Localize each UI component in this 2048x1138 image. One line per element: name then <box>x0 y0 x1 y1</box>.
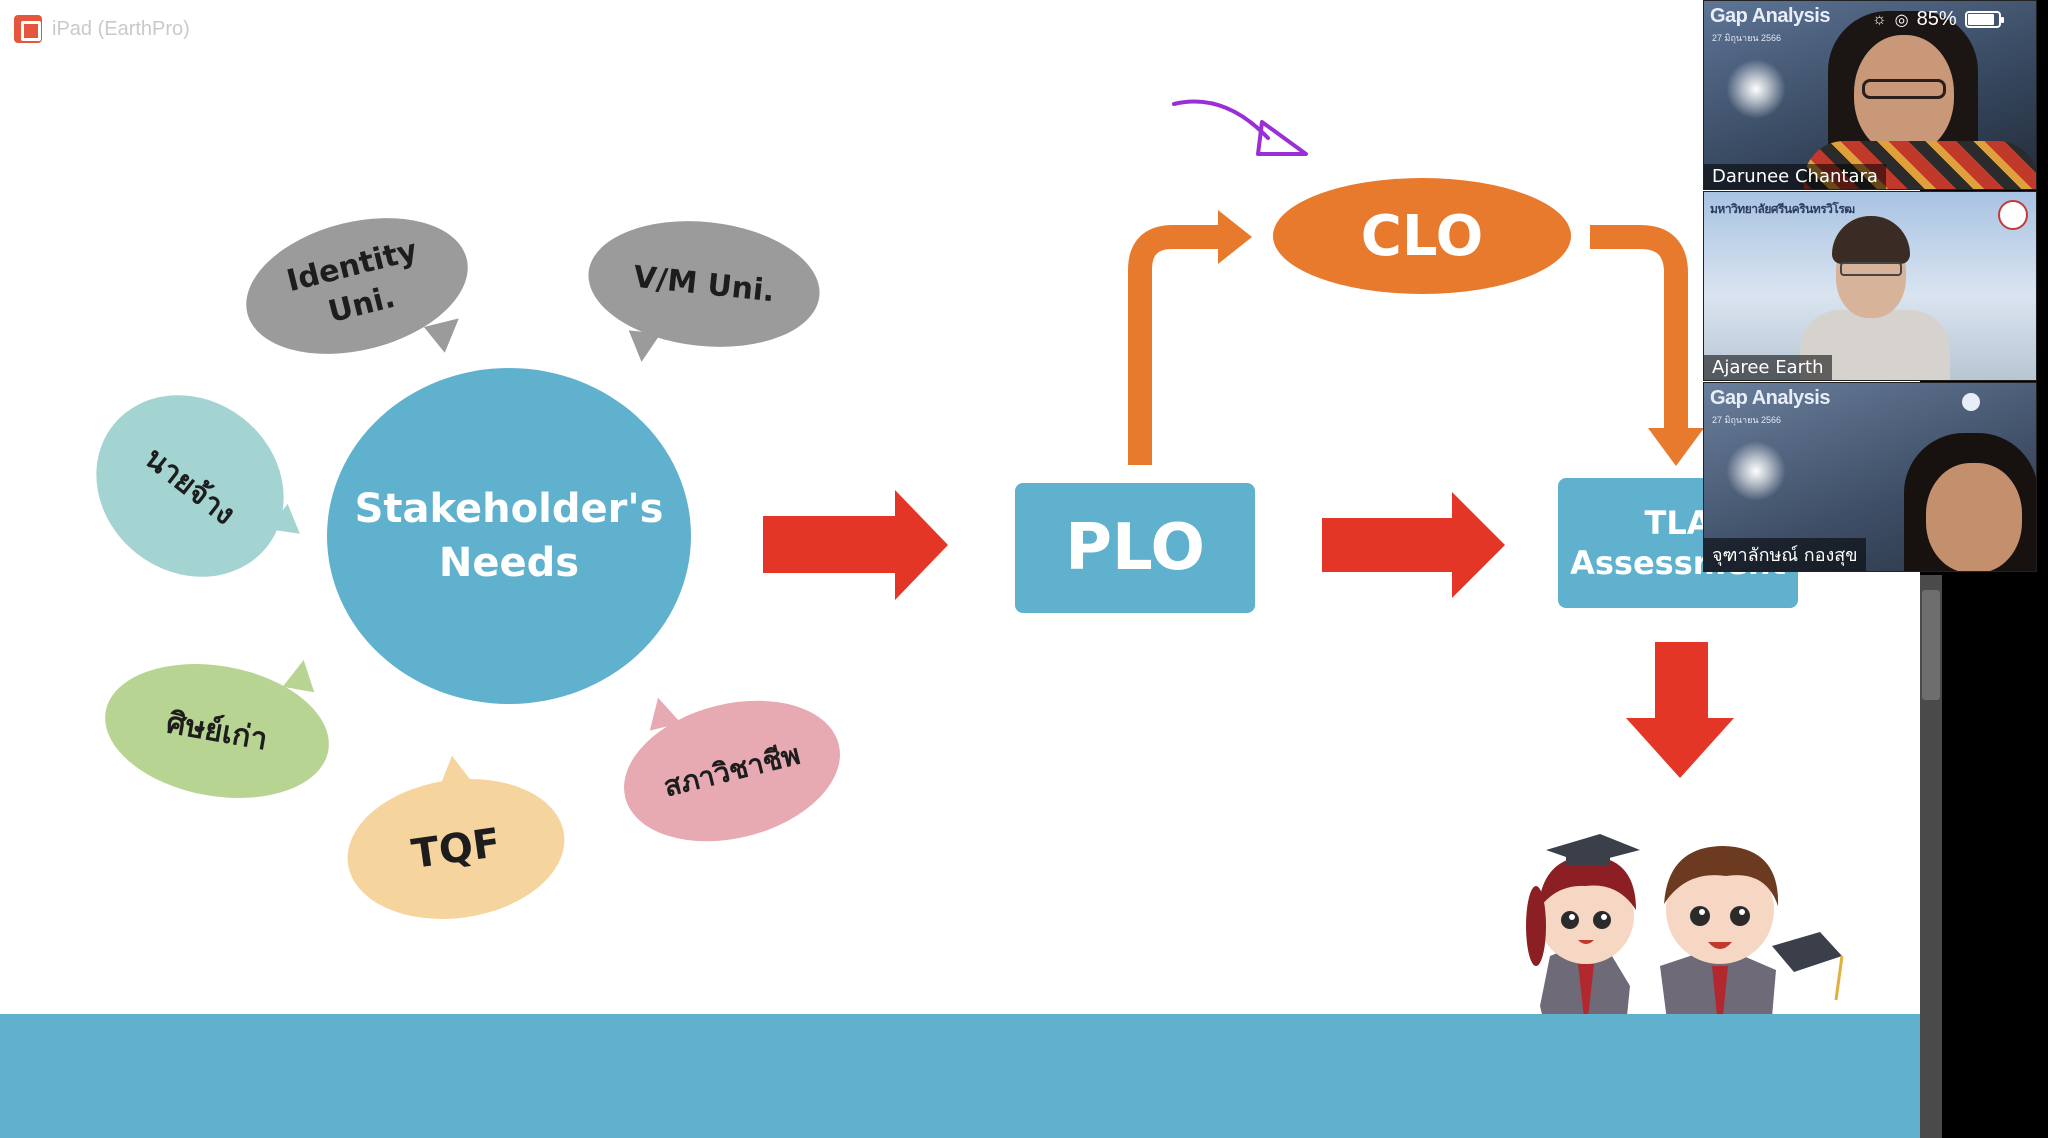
participant-1-face <box>1854 35 1954 155</box>
tile-3-slide-sub: 27 มิถุนายน 2566 <box>1712 415 1782 425</box>
tla-line1: TLA <box>1644 504 1712 542</box>
participant-3-face <box>1926 463 2022 571</box>
presentation-slide: iPad (EarthPro) Identity Uni. V/M Uni. น… <box>0 0 1920 1138</box>
battery-percentage: 85% <box>1916 8 1957 30</box>
video-tile-juthalak[interactable]: Gap Analysis 27 มิถุนายน 2566 จุฑาลักษณ์… <box>1703 382 2037 572</box>
arrow-tla-down <box>1626 642 1734 778</box>
tile-3-light-glow <box>1726 441 1786 501</box>
clo-label: CLO <box>1360 203 1484 269</box>
brightness-icon: ☼ <box>1872 10 1887 28</box>
tile-3-slide-heading: Gap Analysis <box>1710 387 1830 409</box>
tile-2-slide-heading: มหาวิทยาลัยศรีนครินทรวิโรฒ <box>1710 202 1855 216</box>
plo-label: PLO <box>1065 511 1205 585</box>
video-tile-darunee[interactable]: Gap Analysis 27 มิถุนายน 2566 Darunee Ch… <box>1703 0 2037 190</box>
eye-icon: ◎ <box>1894 11 1909 29</box>
diagram-arrows <box>763 99 1734 778</box>
bubble-council-label: สภาวิชาชีพ <box>660 737 804 804</box>
app-title: iPad (EarthPro) <box>52 17 190 40</box>
bubble-alumni-label: ศิษย์เก่า <box>163 704 271 758</box>
scrollbar-thumb[interactable] <box>1922 590 1940 700</box>
tile-3-logo-icon <box>1962 393 1980 411</box>
participant-1-glasses <box>1862 79 1946 99</box>
arrow-needs-to-plo <box>763 490 948 600</box>
stakeholder-needs-circle: Stakeholder's Needs <box>327 368 691 704</box>
battery-fill <box>1967 14 1994 25</box>
needs-line1: Stakeholder's <box>354 486 664 532</box>
app-header: iPad (EarthPro) <box>14 14 190 44</box>
tile-1-slide-heading: Gap Analysis <box>1710 5 1830 27</box>
battery-icon <box>1964 11 2004 28</box>
participant-name-label: Ajaree Earth <box>1704 355 1832 380</box>
participant-2-glasses <box>1840 262 1902 276</box>
slide-footer-bar <box>0 1014 1920 1138</box>
status-bar: ☼ ◎ 85% <box>1872 8 2004 31</box>
participant-name-label: จุฑาลักษณ์ กองสุข <box>1704 538 1866 571</box>
arrow-plo-to-clo <box>1128 225 1222 465</box>
arrow-clo-to-tla <box>1590 225 1688 428</box>
app-logo-icon <box>14 15 42 43</box>
clo-ellipse: CLO <box>1273 178 1571 294</box>
bubble-employer-label: นายจ้าง <box>138 440 242 532</box>
needs-line2: Needs <box>438 540 580 586</box>
bubble-tqf-label: TQF <box>408 820 504 878</box>
scrollbar-track[interactable] <box>1920 575 1942 1138</box>
tile-1-slide-sub: 27 มิถุนายน 2566 <box>1712 33 1782 43</box>
bubble-vm-label: V/M Uni. <box>631 259 777 309</box>
video-tile-ajaree[interactable]: มหาวิทยาลัยศรีนครินทรวิโรฒ Ajaree Earth <box>1703 191 2037 381</box>
plo-box: PLO <box>1015 483 1255 613</box>
arrow-plo-to-tla <box>1322 492 1505 598</box>
tile-1-light-glow <box>1726 59 1786 119</box>
university-seal-icon <box>1998 200 2028 230</box>
annotation-pen-arrow <box>1172 99 1270 140</box>
participant-2-hair <box>1832 216 1910 264</box>
participant-name-label: Darunee Chantara <box>1704 164 1886 189</box>
